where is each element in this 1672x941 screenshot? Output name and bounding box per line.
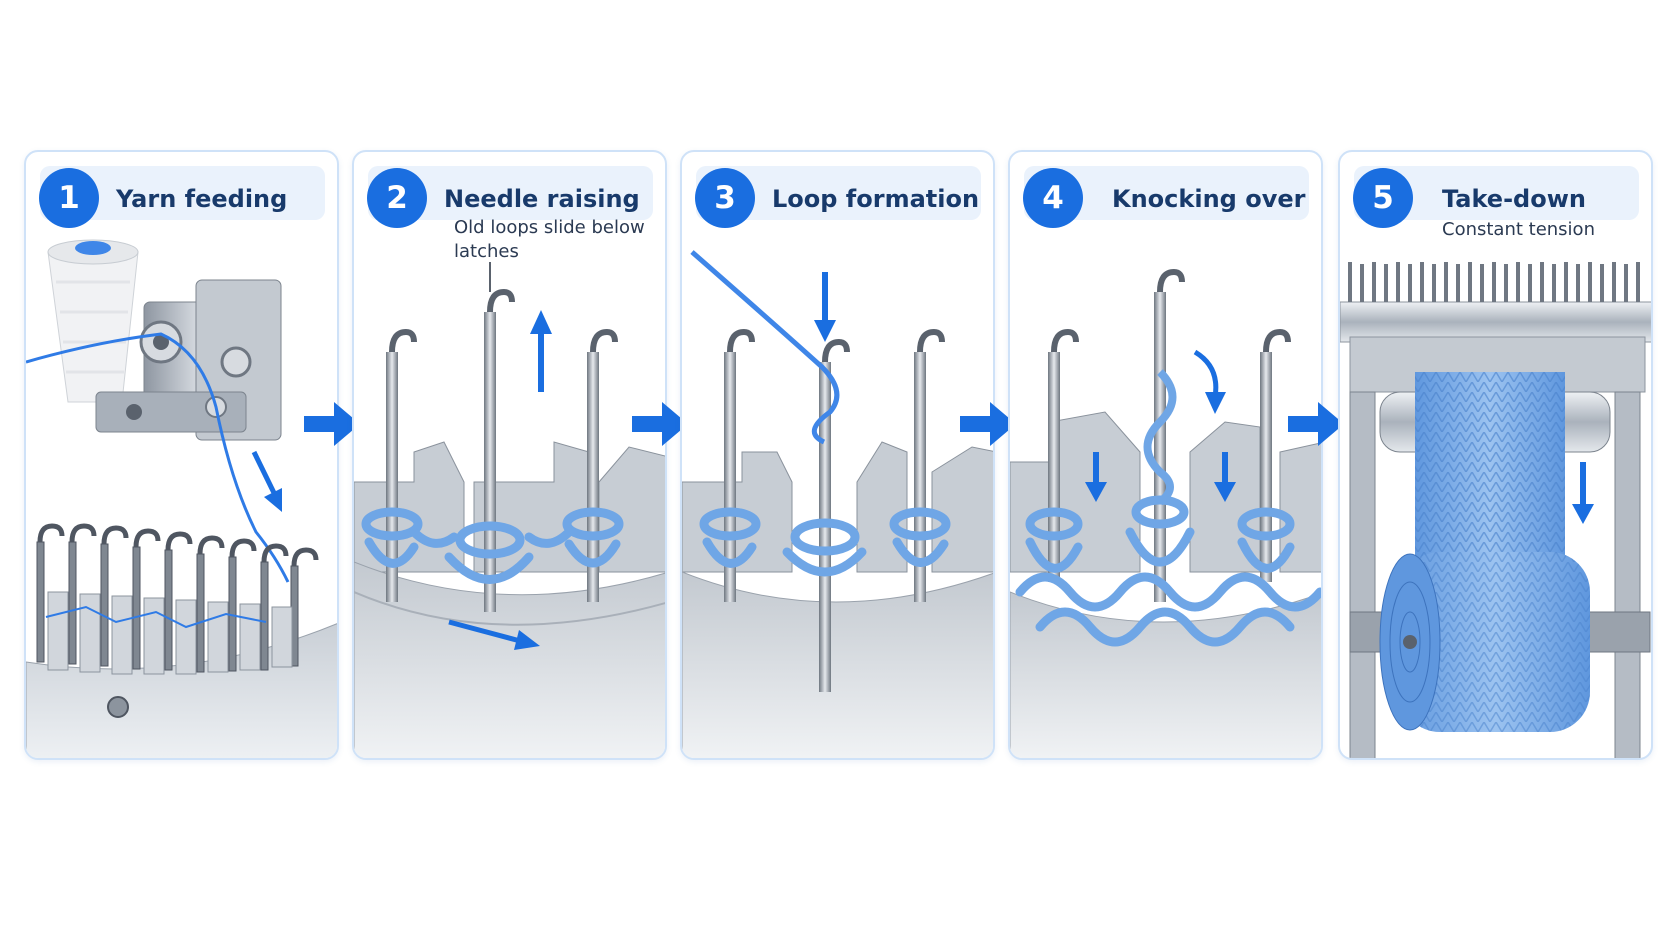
yarn-feeder-icon — [95, 279, 282, 441]
cam-direction-arrow-icon — [448, 619, 540, 650]
step-number-badge: 2 — [367, 168, 427, 228]
arrow-right-icon — [304, 402, 360, 446]
arrow-right-icon — [632, 402, 688, 446]
needle-bed-icon — [36, 523, 319, 673]
arrow-curved-icon — [1193, 349, 1226, 414]
loop-formation-illustration — [682, 250, 993, 758]
step-panel-2: 2 Needle raising Old loops slide below l… — [352, 150, 667, 760]
step-panel-1: 1 Yarn feeding — [24, 150, 339, 760]
step-number-badge: 4 — [1023, 168, 1083, 228]
yarn-cone-icon — [47, 239, 139, 403]
needle-raised-icon — [484, 262, 515, 612]
needle-icon — [1260, 328, 1291, 582]
arrow-down-icon — [1085, 452, 1107, 502]
step-title: Take-down — [1442, 185, 1586, 213]
knocking-over-illustration — [1010, 268, 1321, 758]
step-number-badge: 3 — [695, 168, 755, 228]
fabric-roll-icon — [1349, 552, 1651, 732]
step-title: Knocking over — [1112, 185, 1306, 213]
step-panel-4: 4 Knocking over — [1008, 150, 1323, 760]
take-down-illustration — [1340, 262, 1651, 758]
arrow-up-icon — [530, 310, 552, 392]
arrow-down-icon — [251, 450, 282, 512]
arrow-down-icon — [1572, 462, 1594, 524]
step-number-badge: 5 — [1353, 168, 1413, 228]
arrow-right-icon — [1288, 402, 1344, 446]
needle-raising-illustration — [354, 262, 665, 758]
step-title: Yarn feeding — [116, 185, 288, 213]
arrow-down-icon — [814, 272, 836, 342]
arrow-right-icon — [960, 402, 1016, 446]
step-subtitle: Old loops slide below latches — [454, 217, 645, 262]
step-subtitle: Constant tension — [1442, 219, 1595, 240]
step-panel-3: 3 Loop formation — [680, 150, 995, 760]
yarn-feeding-illustration — [26, 239, 337, 758]
step-panel-5: 5 Take-down Constant tension — [1338, 150, 1653, 760]
step-title: Needle raising — [444, 185, 640, 213]
needle-icon — [1048, 328, 1079, 582]
needle-cylinder-icon — [1340, 262, 1651, 393]
arrow-down-icon — [1214, 452, 1236, 502]
step-title: Loop formation — [772, 185, 980, 213]
step-number-badge: 1 — [39, 168, 99, 228]
